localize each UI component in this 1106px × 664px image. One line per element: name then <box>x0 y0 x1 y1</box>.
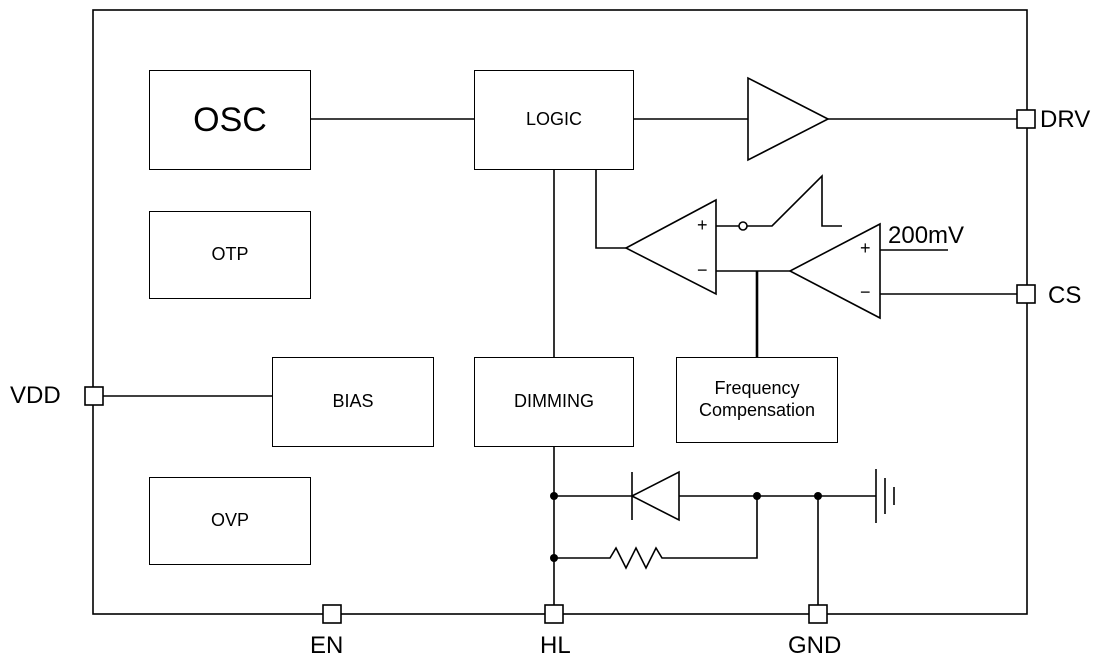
drv-pin-label: DRV <box>1040 106 1091 133</box>
osc-block: OSC <box>149 70 311 170</box>
amplifier-minus-sign: − <box>860 282 871 302</box>
ovp-block: OVP <box>149 477 311 565</box>
pin-vdd <box>84 386 104 406</box>
reference-voltage-label: 200mV <box>888 222 965 249</box>
dimming-block: DIMMING <box>474 357 634 447</box>
comparator-minus-sign: − <box>697 260 708 280</box>
hl-pin-label: HL <box>540 632 571 659</box>
pwm-comparator <box>624 198 717 296</box>
junction-dot <box>550 554 558 562</box>
comparator-plus-sign: + <box>697 215 708 235</box>
logic-label: LOGIC <box>525 109 582 130</box>
gnd-pin-label: GND <box>788 632 842 659</box>
pin-hl <box>544 604 564 624</box>
sawtooth-ramp <box>747 174 842 227</box>
pin-cs <box>1016 284 1036 304</box>
osc-label: OSC <box>193 100 267 139</box>
wire-logic-comparator <box>595 170 626 249</box>
junction-dot <box>753 492 761 500</box>
bias-block: BIAS <box>272 357 434 447</box>
driver-buffer <box>747 76 830 162</box>
pin-drv <box>1016 109 1036 129</box>
freq-comp-label-line2: Compensation <box>698 400 816 420</box>
pin-gnd <box>808 604 828 624</box>
ramp-input-node <box>738 221 748 231</box>
junction-dot <box>550 492 558 500</box>
junction-dot <box>814 492 822 500</box>
ovp-label: OVP <box>210 510 249 531</box>
cs-pin-label: CS <box>1048 282 1082 309</box>
en-pin-label: EN <box>310 632 344 659</box>
resistor <box>554 496 758 570</box>
frequency-compensation-block: Frequency Compensation <box>676 357 838 443</box>
vdd-pin-label: VDD <box>10 382 61 409</box>
amplifier-plus-sign: + <box>860 238 871 258</box>
diode <box>630 470 680 522</box>
bias-label: BIAS <box>332 391 374 412</box>
otp-block: OTP <box>149 211 311 299</box>
otp-label: OTP <box>211 244 249 265</box>
error-amplifier <box>788 222 881 320</box>
dimming-label: DIMMING <box>514 391 594 412</box>
pin-en <box>322 604 342 624</box>
logic-block: LOGIC <box>474 70 634 170</box>
freq-comp-label-line1: Frequency <box>714 378 800 399</box>
